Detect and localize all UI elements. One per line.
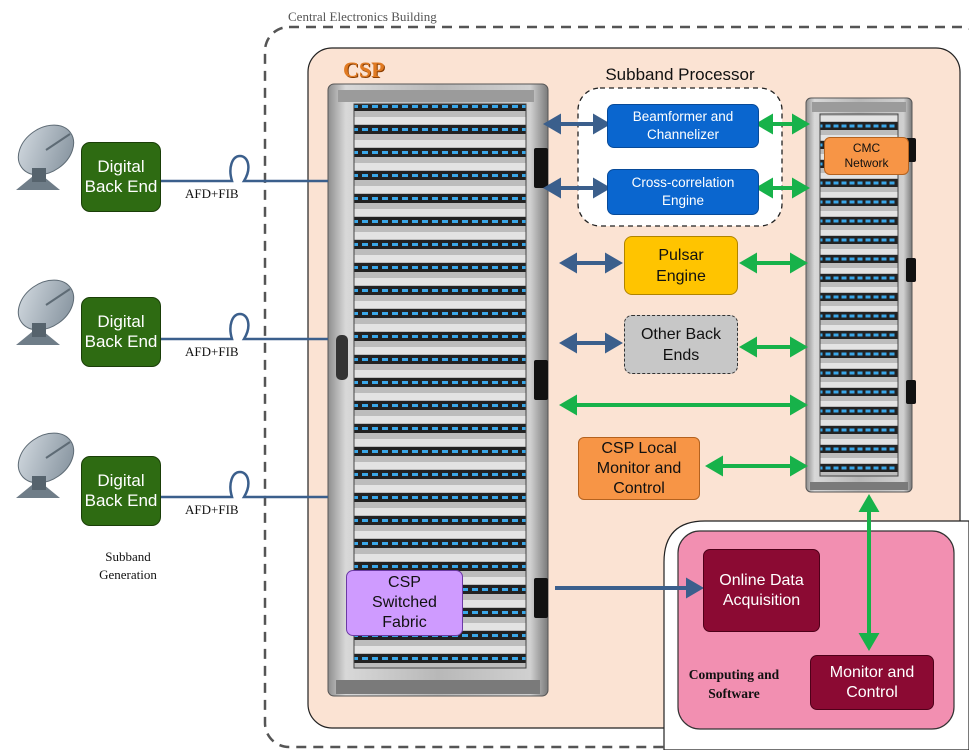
cmc-network-box: CMC Network xyxy=(824,137,909,175)
online-daq-box: Online Data Acquisition xyxy=(703,549,820,632)
fiber-label-1: AFD+FIB xyxy=(185,186,239,201)
building-boundary xyxy=(263,25,969,749)
fiber-label-2: AFD+FIB xyxy=(185,344,239,359)
computing-software-label: Computing and Software xyxy=(688,667,780,701)
satellite-dish-icon xyxy=(16,279,75,345)
switched-fabric-box: CSP Switched Fabric xyxy=(346,570,463,636)
green-arrow-beamformer xyxy=(755,113,810,135)
green-arrow-local-mc xyxy=(705,455,808,477)
green-arrow-other xyxy=(739,336,808,358)
building-label: Central Electronics Building xyxy=(288,9,437,24)
fiber-link-1 xyxy=(160,154,328,183)
green-arrow-crosscorr xyxy=(755,177,810,199)
fiber-label-3: AFD+FIB xyxy=(185,502,239,517)
satellite-dish-icon xyxy=(16,124,75,190)
blue-arrow-crosscorr xyxy=(543,177,611,199)
crosscorr-box: Cross-correlation Engine xyxy=(607,169,759,215)
satellite-dish-icon xyxy=(16,432,75,498)
blue-arrow-other xyxy=(559,332,623,354)
green-arrow-pulsar xyxy=(739,252,808,274)
green-arrow-rack xyxy=(559,394,808,416)
digital-back-end-1: Digital Back End xyxy=(81,142,161,212)
fiber-link-2 xyxy=(160,312,328,341)
subband-processor-label: Subband Processor xyxy=(605,65,755,84)
blue-arrow-daq xyxy=(555,577,704,599)
main-server-rack xyxy=(327,83,549,697)
blue-arrow-beamformer xyxy=(543,113,611,135)
digital-back-end-3: Digital Back End xyxy=(81,456,161,526)
fiber-link-3 xyxy=(160,470,328,499)
csp-label: CSP xyxy=(343,57,385,82)
beamformer-box: Beamformer and Channelizer xyxy=(607,104,759,148)
green-arrow-monitor-control xyxy=(858,494,880,651)
csp-local-mc-box: CSP Local Monitor and Control xyxy=(578,437,700,500)
subband-generation-label: Subband Generation xyxy=(99,549,157,582)
blue-arrow-pulsar xyxy=(559,252,623,274)
digital-back-end-2: Digital Back End xyxy=(81,297,161,367)
monitor-control-box: Monitor and Control xyxy=(810,655,934,710)
pulsar-engine-box: Pulsar Engine xyxy=(624,236,738,295)
other-back-ends-box: Other Back Ends xyxy=(624,315,738,374)
